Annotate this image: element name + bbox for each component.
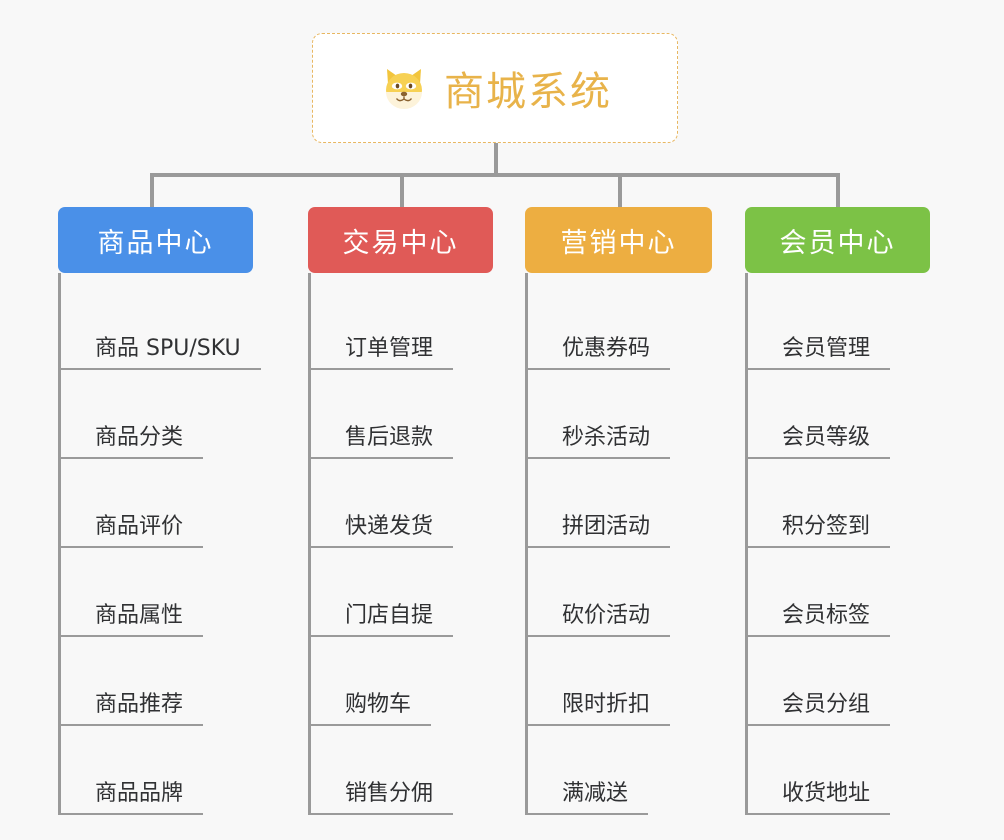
list-item[interactable]: 砍价活动 bbox=[528, 548, 712, 637]
shiba-dog-face-icon bbox=[378, 62, 430, 114]
leaf-label: 商品属性 bbox=[61, 597, 204, 637]
leaf-label: 拼团活动 bbox=[528, 508, 671, 548]
list-item[interactable]: 秒杀活动 bbox=[528, 370, 712, 459]
category-box-2[interactable]: 交易中心 bbox=[308, 207, 493, 273]
branch-商品中心: 商品中心 商品 SPU/SKU 商品分类 商品评价 商品属性 商品推荐 商品品牌 bbox=[58, 207, 261, 815]
leaf-label: 会员标签 bbox=[748, 597, 891, 637]
list-item[interactable]: 购物车 bbox=[311, 637, 493, 726]
leaf-label: 满减送 bbox=[528, 775, 649, 815]
leaf-label: 门店自提 bbox=[311, 597, 454, 637]
leaf-label: 限时折扣 bbox=[528, 686, 671, 726]
category-label-2: 交易中心 bbox=[342, 227, 459, 259]
list-item[interactable]: 满减送 bbox=[528, 726, 712, 815]
leaf-label: 售后退款 bbox=[311, 419, 454, 459]
list-item[interactable]: 快递发货 bbox=[311, 459, 493, 548]
list-item[interactable]: 商品评价 bbox=[61, 459, 253, 548]
leaf-list-4: 会员管理 会员等级 积分签到 会员标签 会员分组 收货地址 bbox=[745, 273, 930, 815]
leaf-label: 订单管理 bbox=[311, 330, 454, 370]
list-item[interactable]: 商品属性 bbox=[61, 548, 253, 637]
branch-交易中心: 交易中心 订单管理 售后退款 快递发货 门店自提 购物车 销售分佣 bbox=[308, 207, 493, 815]
list-item[interactable]: 门店自提 bbox=[311, 548, 493, 637]
leaf-list-2: 订单管理 售后退款 快递发货 门店自提 购物车 销售分佣 bbox=[308, 273, 493, 815]
leaf-list-3: 优惠券码 秒杀活动 拼团活动 砍价活动 限时折扣 满减送 bbox=[525, 273, 712, 815]
leaf-label: 商品评价 bbox=[61, 508, 204, 548]
list-item[interactable]: 收货地址 bbox=[748, 726, 930, 815]
list-item[interactable]: 商品 SPU/SKU bbox=[61, 281, 261, 370]
category-label-3: 营销中心 bbox=[560, 227, 677, 259]
leaf-label: 购物车 bbox=[311, 686, 432, 726]
leaf-label: 销售分佣 bbox=[311, 775, 454, 815]
connector-stem bbox=[494, 143, 498, 176]
leaf-label: 优惠券码 bbox=[528, 330, 671, 370]
leaf-label: 商品品牌 bbox=[61, 775, 204, 815]
list-item[interactable]: 商品品牌 bbox=[61, 726, 253, 815]
list-item[interactable]: 销售分佣 bbox=[311, 726, 493, 815]
list-item[interactable]: 订单管理 bbox=[311, 281, 493, 370]
category-label-4: 会员中心 bbox=[779, 227, 896, 259]
leaf-label: 商品推荐 bbox=[61, 686, 204, 726]
list-item[interactable]: 售后退款 bbox=[311, 370, 493, 459]
leaf-label: 砍价活动 bbox=[528, 597, 671, 637]
list-item[interactable]: 商品推荐 bbox=[61, 637, 253, 726]
branch-营销中心: 营销中心 优惠券码 秒杀活动 拼团活动 砍价活动 限时折扣 满减送 bbox=[525, 207, 712, 815]
connector-drop-3 bbox=[618, 173, 622, 207]
connector-drop-4 bbox=[836, 173, 840, 207]
category-label-1: 商品中心 bbox=[97, 227, 214, 259]
branch-会员中心: 会员中心 会员管理 会员等级 积分签到 会员标签 会员分组 收货地址 bbox=[745, 207, 930, 815]
leaf-label: 会员等级 bbox=[748, 419, 891, 459]
list-item[interactable]: 积分签到 bbox=[748, 459, 930, 548]
category-box-3[interactable]: 营销中心 bbox=[525, 207, 712, 273]
leaf-label: 秒杀活动 bbox=[528, 419, 671, 459]
list-item[interactable]: 限时折扣 bbox=[528, 637, 712, 726]
category-box-1[interactable]: 商品中心 bbox=[58, 207, 253, 273]
list-item[interactable]: 拼团活动 bbox=[528, 459, 712, 548]
list-item[interactable]: 会员等级 bbox=[748, 370, 930, 459]
list-item[interactable]: 会员标签 bbox=[748, 548, 930, 637]
root-node[interactable]: 商城系统 bbox=[312, 33, 678, 143]
category-box-4[interactable]: 会员中心 bbox=[745, 207, 930, 273]
leaf-label: 积分签到 bbox=[748, 508, 891, 548]
connector-drop-2 bbox=[400, 173, 404, 207]
list-item[interactable]: 商品分类 bbox=[61, 370, 253, 459]
leaf-label: 会员管理 bbox=[748, 330, 891, 370]
list-item[interactable]: 会员管理 bbox=[748, 281, 930, 370]
leaf-label: 商品 SPU/SKU bbox=[61, 330, 261, 370]
leaf-label: 商品分类 bbox=[61, 419, 204, 459]
leaf-label: 收货地址 bbox=[748, 775, 891, 815]
connector-bus bbox=[150, 173, 840, 177]
leaf-label: 快递发货 bbox=[311, 508, 454, 548]
root-title: 商城系统 bbox=[444, 69, 612, 115]
leaf-list-1: 商品 SPU/SKU 商品分类 商品评价 商品属性 商品推荐 商品品牌 bbox=[58, 273, 261, 815]
list-item[interactable]: 会员分组 bbox=[748, 637, 930, 726]
list-item[interactable]: 优惠券码 bbox=[528, 281, 712, 370]
connector-drop-1 bbox=[150, 173, 154, 207]
leaf-label: 会员分组 bbox=[748, 686, 891, 726]
